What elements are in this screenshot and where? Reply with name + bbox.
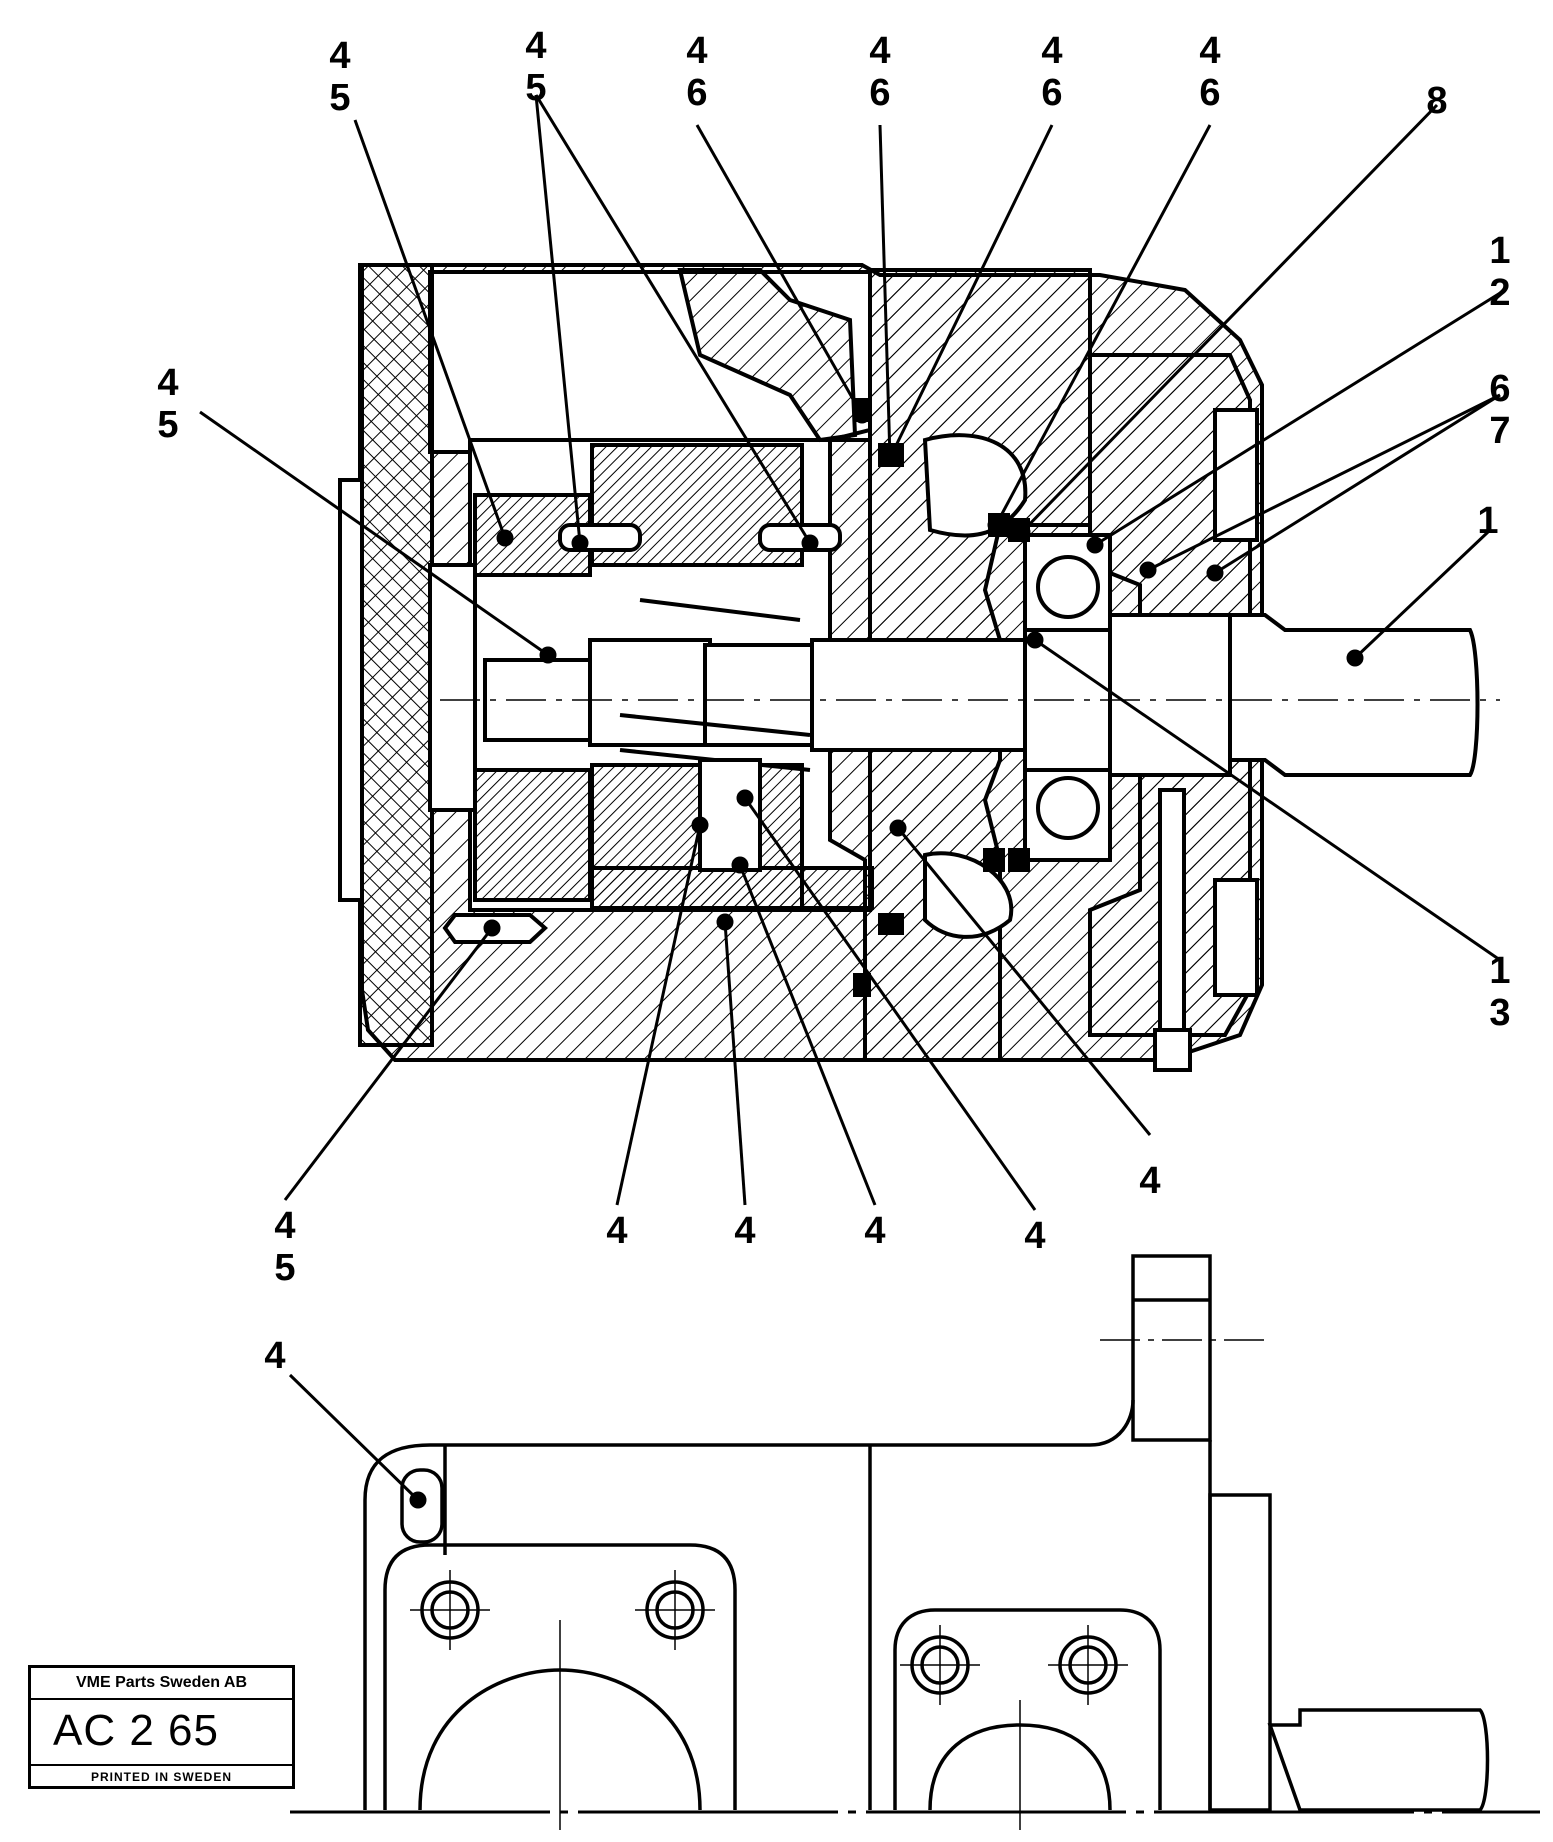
callout-number: 4 <box>157 362 179 404</box>
callout-label: 8 <box>1417 80 1457 122</box>
stamp-company: VME Parts Sweden AB <box>75 1674 247 1691</box>
callout-number: 4 <box>1041 30 1063 72</box>
stamp-printed: PRINTED IN SWEDEN <box>90 1770 232 1784</box>
parts-stamp: VME Parts Sweden AB AC 2 65 PRINTED IN S… <box>28 1665 295 1789</box>
callout-label: 4 <box>1130 1160 1170 1202</box>
callout-number: 6 <box>1041 72 1063 114</box>
callout-number: 5 <box>525 67 547 109</box>
callout-number: 4 <box>606 1210 628 1252</box>
callout-number: 5 <box>329 77 351 119</box>
callout-label: 4 <box>725 1210 765 1252</box>
callout-number: 7 <box>1489 410 1511 452</box>
callout-label: 4 <box>597 1210 637 1252</box>
callout-number: 1 <box>1477 500 1499 542</box>
callout-number: 4 <box>264 1335 286 1377</box>
callout-number: 4 <box>734 1210 756 1252</box>
side-view <box>290 1254 1540 1830</box>
callout-number: 4 <box>525 25 547 67</box>
callout-label: 4 <box>255 1335 295 1377</box>
callout-number: 6 <box>686 72 708 114</box>
callout-number: 5 <box>157 404 179 446</box>
callout-number: 5 <box>274 1247 296 1289</box>
callout-number: 8 <box>1426 80 1448 122</box>
callout-number: 4 <box>864 1210 886 1252</box>
callout-number: 6 <box>869 72 891 114</box>
callout-number: 4 <box>1024 1215 1046 1257</box>
callout-number: 4 <box>329 35 351 77</box>
callout-number: 1 <box>1489 950 1511 992</box>
callout-label: 4 <box>855 1210 895 1252</box>
callout-label: 4 <box>1015 1215 1055 1257</box>
callout-number: 4 <box>1139 1160 1161 1202</box>
callout-leaders <box>199 94 1506 1509</box>
callout-number: 6 <box>1489 368 1511 410</box>
callout-number: 4 <box>1199 30 1221 72</box>
callout-number: 3 <box>1489 992 1511 1034</box>
callout-number: 4 <box>686 30 708 72</box>
callout-number: 1 <box>1489 230 1511 272</box>
stamp-code: AC 2 65 <box>53 1706 219 1755</box>
callout-label: 1 <box>1468 500 1508 542</box>
callout-number: 6 <box>1199 72 1221 114</box>
cross-section-view <box>338 263 1500 1072</box>
callout-number: 2 <box>1489 272 1511 314</box>
callout-number: 4 <box>274 1205 296 1247</box>
callout-number: 4 <box>869 30 891 72</box>
